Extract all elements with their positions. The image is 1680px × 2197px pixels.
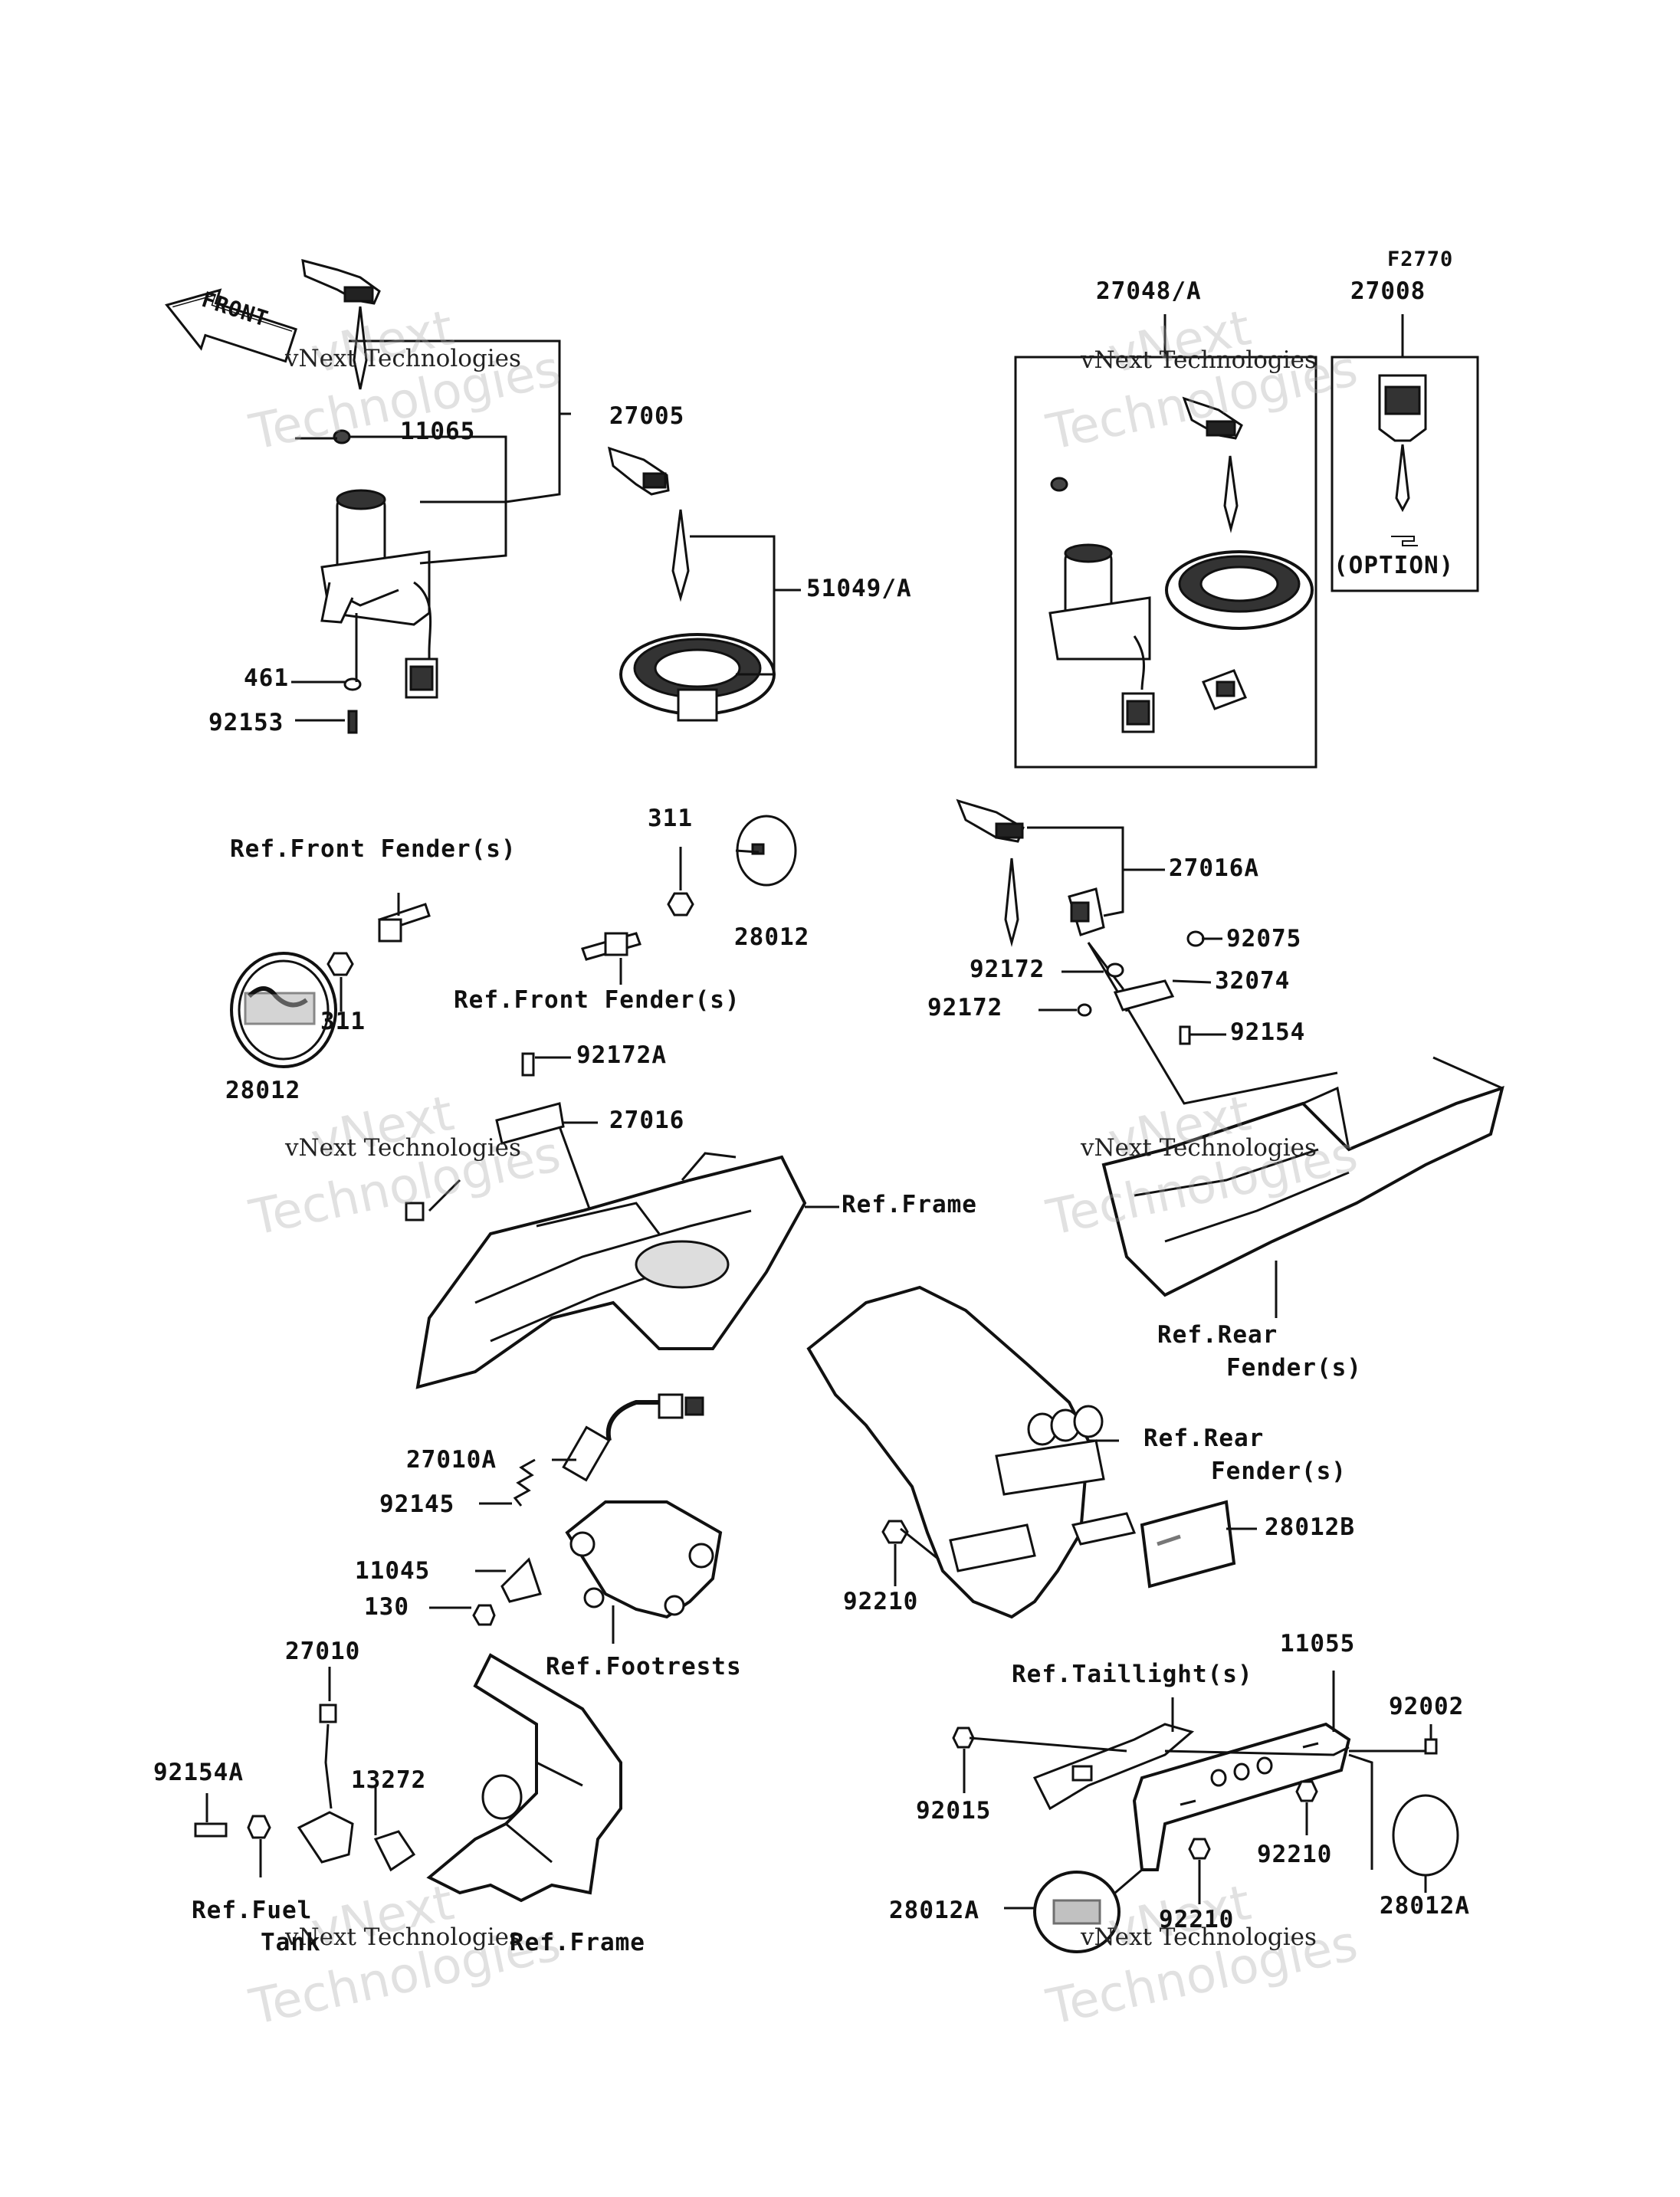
fuel-cap-icon [607, 446, 776, 722]
part-28012-label-right: 28012 [734, 923, 810, 951]
part-92210-label-lowest: 92210 [1159, 1906, 1235, 1933]
watermark-text: vNext Technologies [1081, 1923, 1317, 1951]
watermark-text: vNext Technologies [285, 1923, 521, 1951]
part-11045-label: 11045 [355, 1557, 431, 1585]
part-311-label-right: 311 [648, 805, 693, 832]
frame-rear-section-icon [415, 1152, 807, 1389]
ref-fuel-tank-line2: Tank [261, 1929, 321, 1956]
ref-footrests: Ref.Footrests [546, 1653, 742, 1681]
nut-92210-center-icon [881, 1520, 909, 1544]
nut-311-left-icon [326, 952, 354, 976]
spring-92145-icon [513, 1458, 536, 1507]
footrest-bracket-icon [565, 1500, 723, 1619]
bracket-32074-icon [1077, 930, 1205, 1045]
standoff-left-icon [378, 903, 431, 943]
part-92154-label: 92154 [1230, 1018, 1306, 1046]
nut-311-right-icon [667, 892, 694, 917]
part-27005-label: 27005 [609, 402, 685, 430]
ref-frame-1: Ref.Frame [842, 1191, 977, 1218]
stop-switch-27010A-icon [562, 1393, 704, 1482]
rear-fender-taillight-icon [806, 1285, 1137, 1619]
figure-code: F2770 [1387, 248, 1454, 271]
part-27016A-label: 27016A [1169, 854, 1259, 882]
part-311-label-left: 311 [320, 1008, 366, 1035]
watermark-text: vNext Technologies [285, 345, 521, 372]
nut-92015-icon [952, 1726, 975, 1749]
nut-92210-lowest-icon [1188, 1838, 1211, 1860]
part-27016-label: 27016 [609, 1107, 685, 1134]
part-92075-label: 92075 [1226, 925, 1302, 953]
seat-lock-27016-icon [405, 1052, 565, 1221]
watermark-text: vNext Technologies [285, 1134, 521, 1162]
part-92145-label: 92145 [379, 1490, 455, 1518]
nut-92210-lower-icon [1295, 1780, 1318, 1802]
ref-rear-fender-1-line2: Fender(s) [1226, 1354, 1362, 1382]
watermark-text: vNext Technologies [1081, 346, 1317, 374]
ignition-switch-icon [320, 489, 438, 699]
part-92172-label-b: 92172 [927, 994, 1003, 1021]
ref-fuel-tank-line1: Ref.Fuel [192, 1897, 313, 1924]
sensor-27010-icon [194, 1703, 416, 1872]
part-28012B-label: 28012B [1265, 1513, 1355, 1541]
reflector-28012A-right-icon [1392, 1794, 1459, 1877]
bolt-92153-icon [347, 710, 358, 734]
part-27008-label: 27008 [1350, 277, 1426, 305]
ref-frame-2: Ref.Frame [510, 1929, 645, 1956]
part-28012A-label-right: 28012A [1380, 1892, 1470, 1920]
option-key-icon [1378, 374, 1427, 546]
option-key-box [1331, 356, 1479, 592]
part-461-label: 461 [244, 664, 289, 692]
part-32074-label: 32074 [1215, 967, 1291, 995]
ref-taillight: Ref.Taillight(s) [1012, 1661, 1253, 1688]
part-27048A-label: 27048/A [1096, 277, 1202, 305]
part-92153-label: 92153 [208, 709, 284, 736]
ref-front-fender-1: Ref.Front Fender(s) [230, 835, 517, 863]
part-92210-label-lower: 92210 [1257, 1841, 1333, 1868]
part-28012-label-left: 28012 [225, 1077, 301, 1104]
part-92015-label: 92015 [916, 1797, 992, 1825]
bracket-11045-icon [472, 1557, 542, 1626]
front-arrow-icon [165, 288, 298, 363]
part-27010A-label: 27010A [406, 1446, 497, 1474]
reflector-28012-left-icon [230, 952, 337, 1068]
bolt-92002-icon [1424, 1738, 1438, 1755]
reflector-28012B-icon [1140, 1500, 1236, 1589]
part-130-label: 130 [364, 1593, 409, 1621]
ignition-key-icon [301, 258, 381, 390]
seat-lock-key-icon [956, 798, 1105, 947]
part-92172A-label: 92172A [576, 1041, 667, 1069]
ref-rear-fender-1-line1: Ref.Rear [1157, 1321, 1278, 1349]
standoff-right-icon [581, 932, 641, 961]
key-set-contents-icon [1048, 396, 1314, 733]
part-92154A-label: 92154A [153, 1759, 244, 1786]
license-bracket-11055-icon [1032, 1722, 1351, 1871]
ref-rear-fender-2-line1: Ref.Rear [1144, 1425, 1265, 1452]
washer-461-icon [343, 677, 362, 691]
ref-front-fender-2: Ref.Front Fender(s) [454, 986, 740, 1014]
ref-rear-fender-2-line2: Fender(s) [1211, 1458, 1347, 1485]
rear-fender-upper-icon [1101, 1056, 1504, 1297]
part-27010-label: 27010 [285, 1638, 361, 1665]
part-28012A-label-left: 28012A [889, 1897, 979, 1924]
part-13272-label: 13272 [351, 1766, 427, 1794]
frame-lower-section-icon [426, 1653, 622, 1903]
reflector-28012A-left-icon [1033, 1871, 1121, 1953]
part-92210-label-center: 92210 [843, 1588, 919, 1615]
part-92172-label-a: 92172 [970, 956, 1045, 983]
option-note: (OPTION) [1334, 552, 1455, 579]
part-11055-label: 11055 [1280, 1630, 1356, 1658]
part-92002-label: 92002 [1389, 1693, 1465, 1720]
part-51049A-label: 51049/A [806, 575, 912, 602]
part-11065-label: 11065 [400, 418, 476, 445]
watermark-text: vNext Technologies [1081, 1134, 1317, 1162]
